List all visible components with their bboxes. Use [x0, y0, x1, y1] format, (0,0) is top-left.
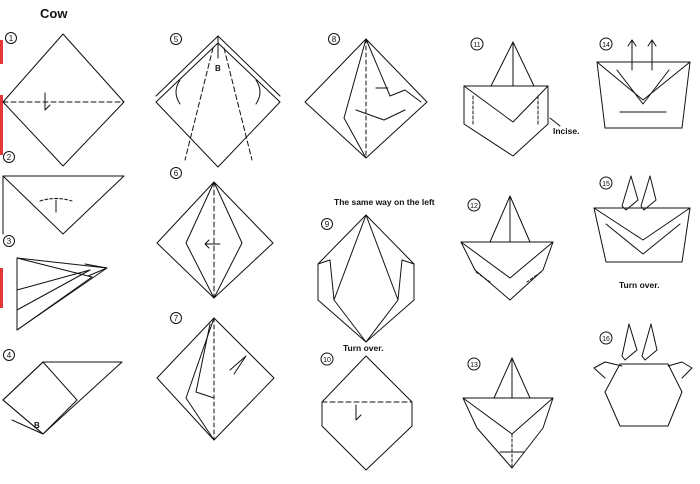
caption-turn-over-2: Turn over.	[619, 280, 660, 290]
svg-text:8: 8	[332, 35, 337, 44]
svg-text:10: 10	[323, 357, 331, 364]
step-number-12: 12	[467, 198, 481, 212]
svg-text:9: 9	[325, 220, 330, 229]
page-edge-mark	[0, 268, 3, 308]
fold-step-11	[463, 41, 561, 157]
caption-turn-over: Turn over.	[343, 343, 384, 353]
fold-step-9	[317, 214, 415, 343]
fold-step-2	[2, 175, 125, 235]
step-number-1: 1	[5, 32, 17, 44]
fold-step-14	[596, 39, 691, 129]
svg-text:5: 5	[174, 35, 179, 44]
fold-step-3	[16, 257, 108, 331]
fold-step-12	[460, 195, 554, 301]
fold-step-13	[462, 357, 554, 469]
page-edge-mark	[0, 95, 3, 155]
step-number-14: 14	[599, 37, 613, 51]
point-b-label: B	[34, 421, 40, 430]
svg-text:4: 4	[7, 351, 12, 360]
step-number-5: 5	[170, 33, 182, 45]
svg-text:13: 13	[470, 362, 478, 369]
step-number-13: 13	[467, 357, 481, 371]
caption-same-way-left: The same way on the left	[334, 197, 435, 207]
fold-step-5: B	[155, 35, 281, 168]
step-number-4: 4	[3, 349, 15, 361]
page-edge-mark	[0, 40, 3, 64]
svg-text:2: 2	[7, 153, 12, 162]
svg-text:16: 16	[602, 336, 610, 343]
svg-text:7: 7	[174, 314, 179, 323]
step-number-2: 2	[3, 151, 15, 163]
step-number-15: 15	[599, 176, 613, 190]
step-number-11: 11	[470, 37, 484, 51]
step-number-6: 6	[170, 167, 182, 179]
fold-step-1	[2, 33, 125, 167]
fold-step-7	[156, 317, 275, 441]
svg-text:14: 14	[602, 42, 610, 49]
diagram-title: Cow	[40, 6, 68, 21]
svg-text:6: 6	[174, 169, 179, 178]
point-b-label-5: B	[215, 64, 221, 73]
step-number-3: 3	[3, 235, 15, 247]
svg-text:15: 15	[602, 181, 610, 188]
step-number-7: 7	[170, 312, 182, 324]
svg-text:12: 12	[470, 203, 478, 210]
fold-step-4: B	[2, 361, 123, 435]
step-number-9: 9	[321, 218, 333, 230]
step-number-8: 8	[328, 33, 340, 45]
fold-step-15	[593, 175, 691, 263]
fold-step-16	[593, 323, 693, 427]
step-number-16: 16	[599, 331, 613, 345]
fold-step-10	[321, 355, 413, 471]
fold-step-6	[156, 181, 274, 299]
step-number-10: 10	[320, 352, 334, 366]
svg-text:1: 1	[9, 34, 14, 43]
fold-step-8	[304, 38, 428, 159]
caption-incise: Incise.	[553, 126, 580, 136]
svg-text:11: 11	[473, 42, 480, 49]
svg-text:3: 3	[7, 237, 12, 246]
